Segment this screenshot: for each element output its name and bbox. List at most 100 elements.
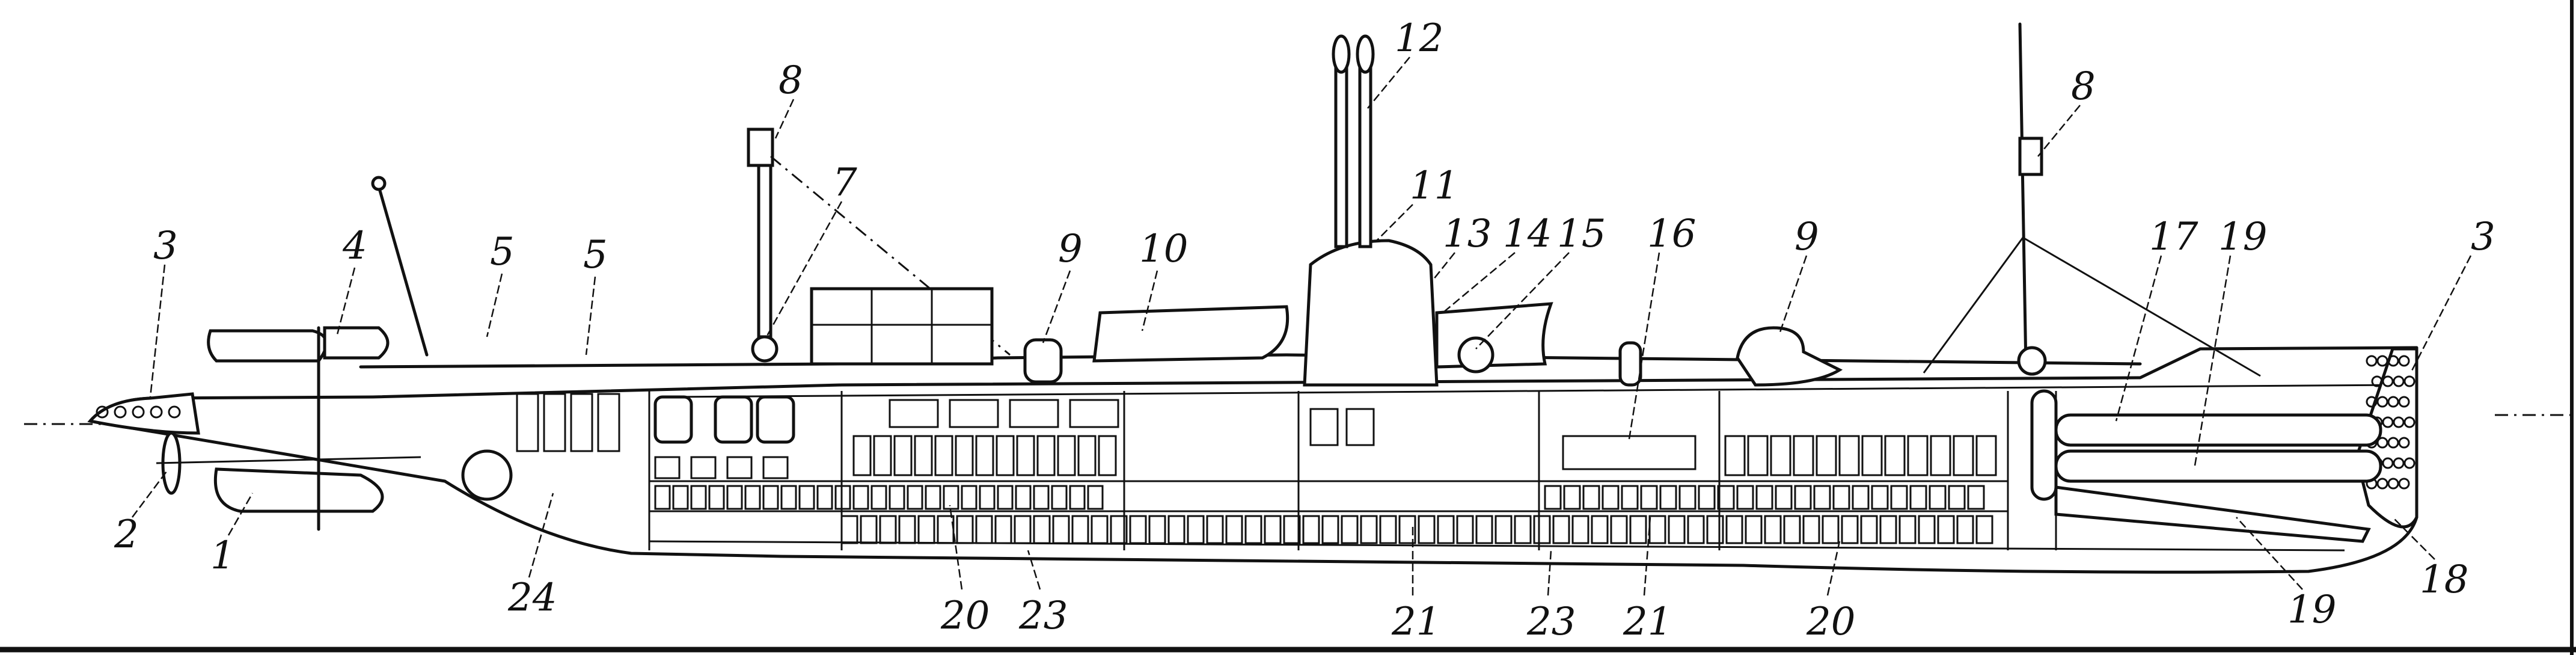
label-18: 18 bbox=[2420, 558, 2468, 602]
battery-cell bbox=[1794, 485, 1812, 510]
battery-cell bbox=[1775, 485, 1793, 510]
leader-line bbox=[1442, 252, 1516, 313]
battery-cell bbox=[914, 435, 933, 476]
leader-line bbox=[1027, 550, 1041, 590]
leader-line bbox=[149, 264, 166, 398]
flywheel bbox=[461, 449, 513, 501]
ballast-stone bbox=[2398, 478, 2410, 490]
engine-cylinder bbox=[756, 395, 795, 444]
ballast-stone bbox=[2387, 437, 2399, 449]
battery-cell bbox=[1206, 515, 1224, 544]
battery-cell bbox=[1514, 515, 1532, 544]
leader-line bbox=[132, 469, 169, 518]
battery-cell bbox=[917, 515, 935, 544]
battery-cell bbox=[889, 485, 905, 510]
battery-cell bbox=[1071, 515, 1089, 544]
callout-labels: 3 4 5 5 7 8 9 10 12 11 13 14 15 16 9 8 1… bbox=[114, 16, 2495, 644]
ballast-stone bbox=[2366, 396, 2378, 408]
battery-cell bbox=[1341, 515, 1359, 544]
stern-plane-aft bbox=[323, 326, 390, 360]
locker bbox=[1069, 399, 1119, 428]
leader-line bbox=[585, 276, 596, 355]
battery-cell bbox=[1552, 515, 1570, 544]
battery-cell bbox=[1360, 515, 1378, 544]
ballast-stone bbox=[2382, 457, 2394, 469]
stern-planes bbox=[207, 329, 328, 363]
leader-line bbox=[2392, 517, 2435, 560]
ballast-stone bbox=[2398, 355, 2410, 367]
battery-cell bbox=[1077, 435, 1097, 476]
leader-line bbox=[1042, 270, 1071, 343]
battery-cell bbox=[1975, 515, 1993, 544]
battery-cell bbox=[975, 515, 993, 544]
leader-line bbox=[1826, 541, 1841, 596]
label-15: 15 bbox=[1557, 212, 1606, 256]
bow-ballast bbox=[2355, 347, 2418, 529]
ballast-stone bbox=[2393, 416, 2405, 428]
label-11: 11 bbox=[1410, 164, 1458, 208]
battery-cell bbox=[1755, 485, 1773, 510]
battery-cell bbox=[1129, 515, 1147, 544]
leader-line bbox=[949, 505, 963, 590]
ballast-stone bbox=[2393, 457, 2405, 469]
battery-cell bbox=[1321, 515, 1339, 544]
label-24: 24 bbox=[507, 576, 557, 620]
label-19-bottom: 19 bbox=[2287, 588, 2336, 632]
battery-cell bbox=[852, 435, 872, 476]
aft-mast bbox=[757, 137, 772, 339]
battery-cell bbox=[1736, 485, 1754, 510]
battery-cell bbox=[1813, 485, 1831, 510]
ballast-stone bbox=[2371, 375, 2383, 387]
locker bbox=[1309, 408, 1339, 446]
battery-cell bbox=[852, 485, 869, 510]
label-23-fwd: 23 bbox=[1526, 600, 1576, 644]
ballast-stone bbox=[2398, 437, 2410, 449]
battery-cell bbox=[925, 485, 941, 510]
battery-cell bbox=[1069, 485, 1086, 510]
battery-cell bbox=[1822, 515, 1840, 544]
battery-cell bbox=[1167, 515, 1186, 544]
battery-cell bbox=[1698, 485, 1716, 510]
battery-cell bbox=[943, 485, 959, 510]
leader-line bbox=[1475, 252, 1570, 349]
battery-cell bbox=[1929, 485, 1947, 510]
battery-cell bbox=[1783, 515, 1801, 544]
battery-cell bbox=[879, 515, 897, 544]
leader-line bbox=[774, 99, 795, 139]
battery-cell bbox=[934, 435, 953, 476]
battery-cell bbox=[1909, 485, 1927, 510]
battery-cell bbox=[1629, 515, 1647, 544]
battery-cell bbox=[1495, 515, 1513, 544]
deck-container bbox=[810, 287, 994, 366]
battery-cell bbox=[1033, 485, 1050, 510]
battery-cell bbox=[1956, 515, 1974, 544]
battery-cell bbox=[1770, 435, 1791, 476]
periscope-head-a bbox=[1332, 34, 1351, 74]
battery-cell bbox=[1016, 435, 1035, 476]
battery-cell bbox=[1725, 515, 1743, 544]
battery-cell bbox=[1057, 435, 1076, 476]
label-5b: 5 bbox=[583, 233, 608, 277]
boat bbox=[1092, 305, 1290, 363]
label-21-a: 21 bbox=[1391, 600, 1440, 644]
rudder bbox=[213, 467, 384, 513]
leader-line bbox=[2236, 517, 2303, 590]
aft-mast-head bbox=[747, 128, 774, 167]
label-3-bow: 3 bbox=[2471, 215, 2495, 259]
torpedo-tube-door bbox=[2030, 389, 2058, 501]
periscope-a bbox=[1334, 52, 1348, 248]
control-panel bbox=[516, 393, 539, 452]
battery-cell bbox=[870, 485, 887, 510]
leader-line bbox=[1547, 550, 1552, 596]
ballast-stone bbox=[2376, 437, 2388, 449]
battery-cell bbox=[1793, 435, 1814, 476]
control-panel bbox=[543, 393, 566, 452]
battery-cell bbox=[1802, 515, 1820, 544]
battery-cell bbox=[1717, 485, 1735, 510]
leader-line bbox=[486, 273, 503, 337]
battery-cell bbox=[1036, 435, 1056, 476]
battery-cell bbox=[1091, 515, 1109, 544]
battery-cell bbox=[1930, 435, 1951, 476]
ballast-stone bbox=[96, 405, 109, 419]
